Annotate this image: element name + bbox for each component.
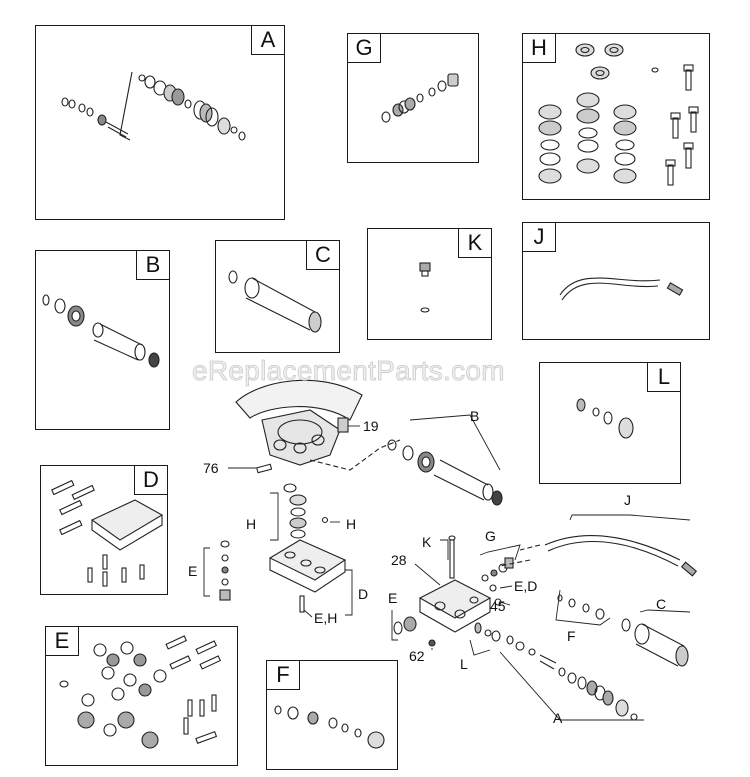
- kit-b-box: B: [35, 250, 170, 430]
- kit-f-label: F: [266, 660, 300, 690]
- kit-g-label: G: [347, 33, 381, 63]
- callout-b: B: [470, 408, 480, 424]
- kit-l-parts: [576, 398, 634, 439]
- callout-76: 76: [203, 460, 219, 476]
- kit-j-box: J: [522, 222, 710, 340]
- kit-c-label: C: [306, 240, 340, 270]
- kit-g-parts: [381, 73, 459, 123]
- callout-28: 28: [391, 552, 407, 568]
- callout-45: 45: [490, 598, 506, 614]
- kit-c-box: C: [215, 240, 340, 353]
- callout-h-left: H: [246, 516, 257, 532]
- callout-19: 19: [363, 418, 379, 434]
- kit-c-parts: [228, 270, 322, 333]
- kit-d-parts: [51, 479, 164, 587]
- kit-a-label: A: [251, 25, 285, 55]
- kit-e-parts: [59, 635, 222, 749]
- callout-d: D: [358, 586, 369, 602]
- callout-l: L: [460, 656, 468, 672]
- callout-h-right: H: [346, 516, 357, 532]
- callout-e-right: E: [388, 590, 398, 606]
- kit-f-parts: [274, 705, 385, 749]
- kit-a-parts: [61, 71, 246, 141]
- kit-d-box: D: [40, 465, 168, 595]
- leader-lines: [203, 414, 691, 721]
- callout-ed: E,D: [514, 578, 538, 594]
- kit-e-box: E: [45, 626, 238, 766]
- kit-d-label: D: [134, 465, 168, 495]
- callout-g: G: [485, 528, 496, 544]
- kit-j-parts: [559, 277, 684, 301]
- callout-e-left: E: [188, 563, 198, 579]
- callout-62: 62: [409, 648, 425, 664]
- kit-b-label: B: [136, 250, 170, 280]
- pump-assembly: [219, 379, 698, 721]
- kit-g-box: G: [347, 33, 479, 163]
- kit-h-parts: [538, 43, 699, 186]
- callout-j: J: [624, 492, 631, 508]
- kit-b-parts: [42, 294, 160, 368]
- callout-eh: E,H: [314, 610, 338, 626]
- kit-j-label: J: [522, 222, 556, 252]
- kit-e-label: E: [45, 626, 79, 656]
- kit-h-label: H: [522, 33, 556, 63]
- kit-k-label: K: [458, 228, 492, 258]
- kit-a-box: A: [35, 25, 285, 220]
- callout-c: C: [656, 596, 667, 612]
- kit-k-box: K: [367, 228, 492, 340]
- callout-k: K: [422, 534, 432, 550]
- kit-k-parts: [419, 262, 431, 313]
- watermark: eReplacementParts.com: [192, 355, 505, 387]
- kit-l-label: L: [647, 362, 681, 392]
- callout-f: F: [567, 628, 576, 644]
- callout-a: A: [553, 710, 563, 726]
